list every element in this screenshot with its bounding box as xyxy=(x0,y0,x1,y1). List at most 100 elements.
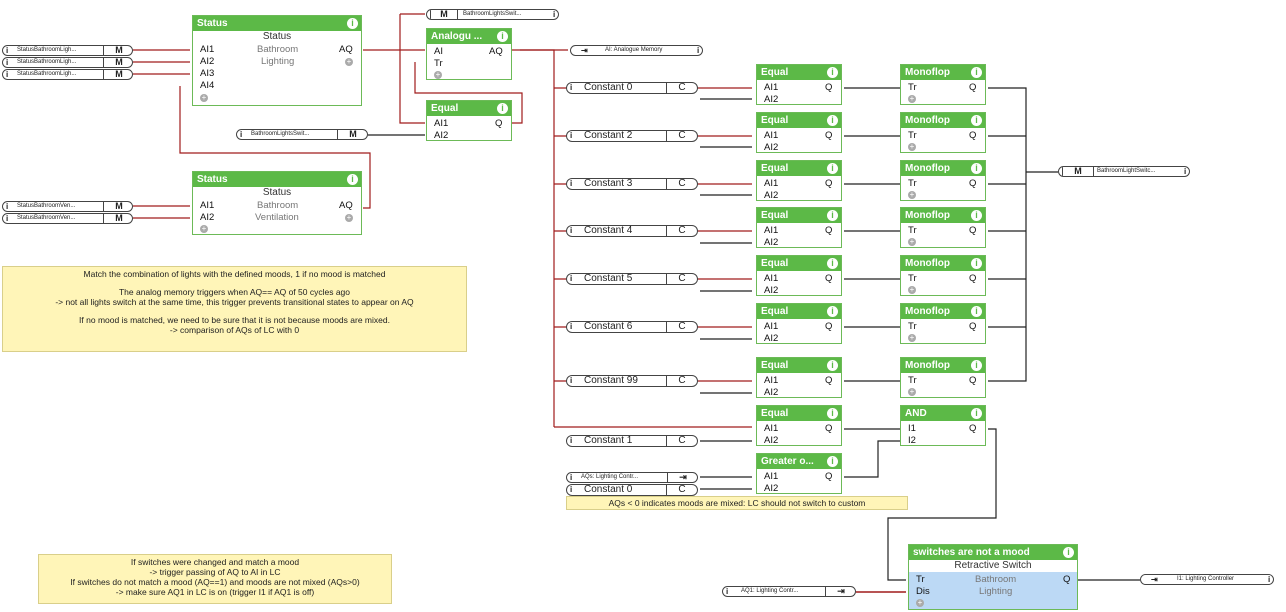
add-pin-icon[interactable]: + xyxy=(908,333,916,342)
info-icon[interactable]: i xyxy=(971,67,982,78)
info-icon[interactable]: i xyxy=(827,456,838,467)
info-icon[interactable]: i xyxy=(971,360,982,371)
info-icon[interactable]: i xyxy=(347,18,358,29)
info-icon[interactable]: i xyxy=(971,258,982,269)
info-icon[interactable]: i xyxy=(827,67,838,78)
info-icon[interactable]: i xyxy=(971,408,982,419)
constant-type: C xyxy=(666,375,697,387)
add-output-icon[interactable]: + xyxy=(345,213,353,222)
comment-note-aqs[interactable]: AQs < 0 indicates moods are mixed: LC sh… xyxy=(566,496,908,510)
pin-label: AI2 xyxy=(764,435,779,446)
info-icon[interactable]: i xyxy=(971,210,982,221)
info-icon[interactable]: i xyxy=(827,115,838,126)
add-pin-icon[interactable]: + xyxy=(908,190,916,199)
pin-label: Tr xyxy=(908,321,917,332)
output-label: Q xyxy=(825,130,833,141)
info-icon[interactable]: i xyxy=(497,103,508,114)
output-label: AQ xyxy=(339,200,353,211)
info-icon[interactable]: i xyxy=(827,360,838,371)
add-pin-icon[interactable]: + xyxy=(916,598,924,607)
info-icon[interactable]: i xyxy=(827,210,838,221)
block-title: Equal xyxy=(761,115,789,126)
output-label: Q xyxy=(969,82,977,93)
pin-label: AI2 xyxy=(764,333,779,344)
info-icon[interactable]: i xyxy=(1063,547,1074,558)
block-title: Monoflop xyxy=(905,115,950,126)
note-line: -> not all lights switch at the same tim… xyxy=(55,297,414,307)
add-pin-icon[interactable]: + xyxy=(200,93,208,102)
constant-type: C xyxy=(666,82,697,94)
info-icon[interactable]: i xyxy=(827,258,838,269)
ref-label: I1: Lighting Controller xyxy=(1177,576,1235,582)
add-pin-icon[interactable]: + xyxy=(908,285,916,294)
info-icon[interactable]: i xyxy=(827,408,838,419)
info-icon[interactable]: i xyxy=(971,115,982,126)
info-icon[interactable]: i xyxy=(827,306,838,317)
add-pin-icon[interactable]: + xyxy=(200,224,208,233)
block-body-line: Ventilation xyxy=(255,212,299,223)
info-icon[interactable]: i xyxy=(347,174,358,185)
info-icon[interactable]: i xyxy=(971,306,982,317)
add-output-icon[interactable]: + xyxy=(345,57,353,66)
info-icon[interactable]: i xyxy=(827,163,838,174)
add-pin-icon[interactable]: + xyxy=(908,237,916,246)
constant-label: Constant 6 xyxy=(584,321,633,332)
add-pin-icon[interactable]: + xyxy=(908,94,916,103)
comment-note-switch[interactable]: If switches were changed and match a moo… xyxy=(38,554,392,604)
info-icon[interactable]: i xyxy=(497,31,508,42)
add-pin-icon[interactable]: + xyxy=(434,70,442,79)
output-label: Q xyxy=(969,423,977,434)
pin-label: Tr xyxy=(908,82,917,93)
analogue-memory-block[interactable]: Analogu ...i AI Tr + AQ xyxy=(426,28,512,80)
ref-label: StatusBathroomLigh... xyxy=(17,47,77,53)
constant-label: Constant 0 xyxy=(584,82,633,93)
add-pin-icon[interactable]: + xyxy=(908,387,916,396)
add-pin-icon[interactable]: + xyxy=(908,142,916,151)
info-icon[interactable]: i xyxy=(971,163,982,174)
info-icon: i xyxy=(570,131,573,140)
comment-note-main[interactable]: Match the combination of lights with the… xyxy=(2,266,467,352)
